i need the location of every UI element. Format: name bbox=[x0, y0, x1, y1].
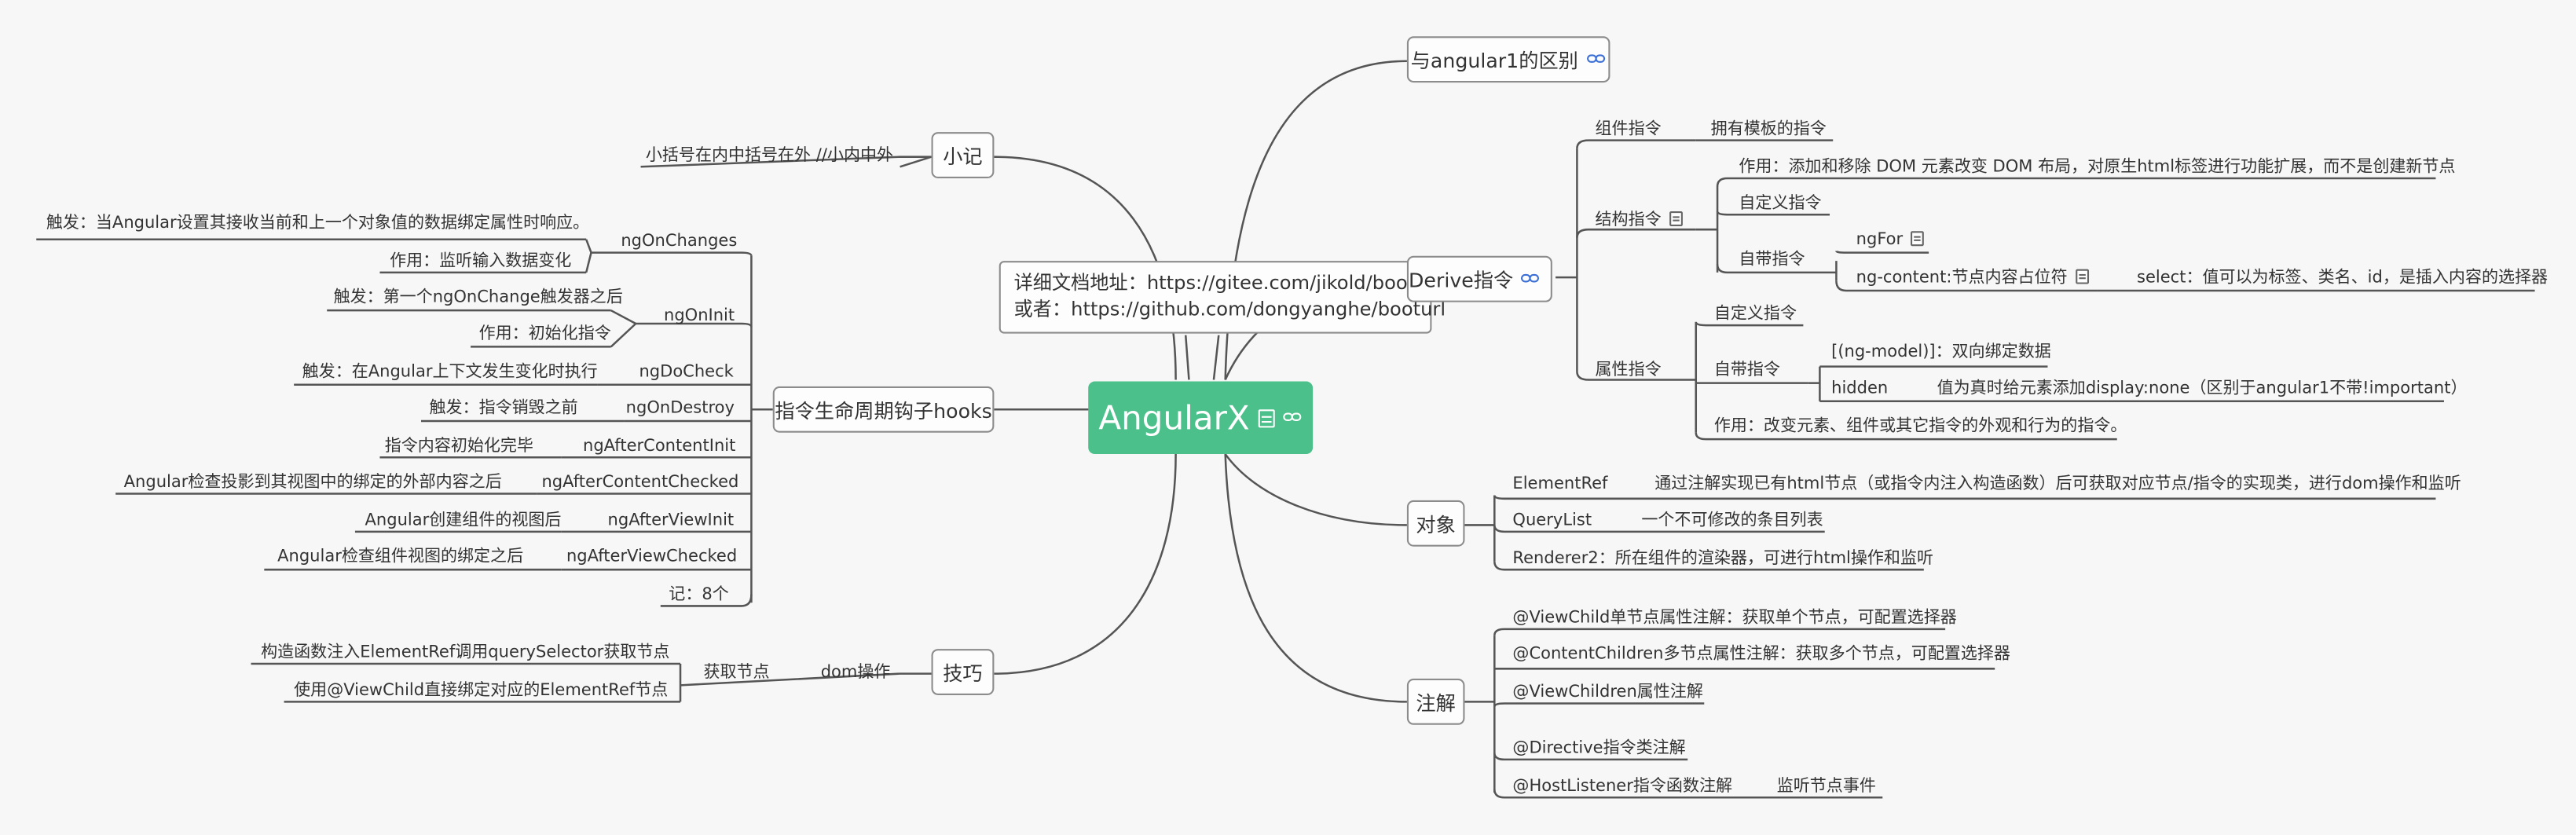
hook-ngonchanges-trigger: 触发：当Angular设置其接收当前和上一个对象值的数据绑定属性时响应。 bbox=[46, 214, 590, 233]
hook-ngdocheck: ngDoCheck bbox=[639, 363, 734, 382]
topic-object[interactable]: 对象 bbox=[1406, 500, 1465, 547]
note-icon[interactable] bbox=[1258, 408, 1275, 427]
detail-note: 详细文档地址：https://gitee.com/jikold/booturl … bbox=[999, 261, 1446, 334]
derive-ngmodel: [(ng-model)]：双向绑定数据 bbox=[1831, 343, 2051, 362]
root-label: AngularX bbox=[1098, 397, 1250, 438]
object-elementref-desc: 通过注解实现已有html节点（或指令内注入构造函数）后可获取对应节点/指令的实现… bbox=[1654, 475, 2461, 494]
detail-line-2: 或者：https://github.com/dongyanghe/booturl bbox=[1013, 297, 1446, 320]
hook-ngoninit: ngOnInit bbox=[664, 306, 735, 326]
derive-component-child: 拥有模板的指令 bbox=[1710, 120, 1827, 139]
hook-ngaftercontentinit: ngAfterContentInit bbox=[583, 438, 736, 456]
topic-derive[interactable]: Derive指令 bbox=[1406, 255, 1552, 302]
derive-structural: 结构指令 bbox=[1596, 211, 1683, 231]
hook-ngonchanges: ngOnChanges bbox=[621, 233, 738, 251]
hook-ngaftercontentchecked: ngAfterContentChecked bbox=[541, 474, 739, 493]
hook-ngondestroy-desc: 触发：指令销毁之前 bbox=[429, 399, 578, 418]
tips-method1: 构造函数注入ElementRef调用querySelector获取节点 bbox=[261, 643, 670, 662]
hook-ngoninit-trigger: 触发：第一个ngOnChange触发器之后 bbox=[333, 288, 623, 307]
topic-object-label: 对象 bbox=[1416, 512, 1456, 537]
link-icon[interactable] bbox=[1521, 273, 1541, 286]
link-icon[interactable] bbox=[1586, 53, 1606, 66]
tips-method2: 使用@ViewChild直接绑定对应的ElementRef节点 bbox=[294, 682, 669, 701]
topic-hooks[interactable]: 指令生命周期钩子hooks bbox=[772, 386, 995, 433]
xiaoji-child: 小括号在内中括号在外 //小内中外 bbox=[645, 147, 894, 166]
annotation-contentchildren: @ContentChildren多节点属性注解：获取多个节点，可配置选择器 bbox=[1512, 645, 2010, 665]
detail-line-1: 详细文档地址：https://gitee.com/jikold/booturl bbox=[1013, 270, 1441, 295]
hook-ngdocheck-desc: 触发：在Angular上下文发生变化时执行 bbox=[302, 363, 598, 382]
topic-angular1-label: 与angular1的区别 bbox=[1410, 49, 1578, 72]
hook-ngafterviewchecked: ngAfterViewChecked bbox=[566, 548, 738, 566]
tips-getnode: 获取节点 bbox=[703, 664, 770, 683]
hook-ngonchanges-role: 作用：监听输入数据变化 bbox=[390, 252, 572, 271]
hook-ngoninit-role: 作用：初始化指令 bbox=[478, 325, 611, 344]
note-icon[interactable] bbox=[1911, 231, 1925, 247]
hook-ngaftercontentchecked-desc: Angular检查投影到其视图中的绑定的外部内容之后 bbox=[123, 474, 502, 493]
root-node[interactable]: AngularX bbox=[1088, 381, 1314, 455]
topic-derive-label: Derive指令 bbox=[1409, 268, 1514, 292]
hook-ngafterviewchecked-desc: Angular检查组件视图的绑定之后 bbox=[277, 548, 524, 566]
derive-ngfor: ngFor bbox=[1856, 231, 1925, 251]
object-renderer: Renderer2：所在组件的渲染器，可进行html操作和监听 bbox=[1512, 549, 1934, 569]
derive-attribute-role: 作用：改变元素、组件或其它指令的外观和行为的指令。 bbox=[1713, 417, 2127, 436]
derive-ngcontent-label: ng-content:节点内容占位符 bbox=[1856, 269, 2068, 287]
derive-structural-label: 结构指令 bbox=[1595, 211, 1662, 230]
derive-select: select：值可以为标签、类名、id，是插入内容的选择器 bbox=[2136, 269, 2549, 287]
derive-hidden-desc: 值为真时给元素添加display:none（区别于angular1不带!impo… bbox=[1937, 379, 2468, 398]
derive-ngcontent: ng-content:节点内容占位符 bbox=[1856, 269, 2089, 289]
hook-count: 记：8个 bbox=[669, 586, 729, 605]
derive-hidden: hidden bbox=[1831, 379, 1889, 398]
annotation-hostlistener-desc: 监听节点事件 bbox=[1776, 778, 1876, 797]
annotation-hostlistener: @HostListener指令函数注解 bbox=[1512, 778, 1733, 797]
hook-ngondestroy: ngOnDestroy bbox=[625, 399, 735, 418]
annotation-directive: @Directive指令类注解 bbox=[1512, 739, 1686, 758]
topic-tips[interactable]: 技巧 bbox=[931, 649, 995, 695]
object-querylist-desc: 一个不可修改的条目列表 bbox=[1641, 511, 1823, 530]
annotation-viewchildren: @ViewChildren属性注解 bbox=[1512, 683, 1703, 702]
topic-annotation[interactable]: 注解 bbox=[1406, 678, 1465, 725]
derive-attribute-custom: 自定义指令 bbox=[1713, 305, 1797, 324]
topic-hooks-label: 指令生命周期钩子hooks bbox=[775, 398, 992, 423]
derive-structural-builtin: 自带指令 bbox=[1739, 251, 1805, 269]
note-icon[interactable] bbox=[2076, 269, 2089, 284]
topic-tips-label: 技巧 bbox=[943, 661, 983, 685]
derive-component-label: 组件指令 bbox=[1595, 120, 1662, 139]
derive-attribute-label: 属性指令 bbox=[1595, 361, 1662, 380]
object-querylist: QueryList bbox=[1512, 511, 1592, 530]
derive-structural-custom: 自定义指令 bbox=[1739, 195, 1822, 214]
object-elementref: ElementRef bbox=[1512, 475, 1608, 494]
hook-ngafterviewinit-desc: Angular创建组件的视图后 bbox=[365, 511, 562, 530]
hook-ngaftercontentinit-desc: 指令内容初始化完毕 bbox=[384, 438, 533, 456]
derive-attribute-builtin: 自带指令 bbox=[1713, 361, 1780, 380]
derive-structural-role: 作用：添加和移除 DOM 元素改变 DOM 布局，对原生html标签进行功能扩展… bbox=[1739, 158, 2456, 177]
topic-annotation-label: 注解 bbox=[1416, 690, 1456, 715]
topic-angular1[interactable]: 与angular1的区别 bbox=[1406, 36, 1610, 83]
topic-xiaoji-label: 小记 bbox=[943, 144, 983, 168]
derive-ngfor-label: ngFor bbox=[1856, 231, 1904, 250]
link-icon[interactable] bbox=[1282, 411, 1303, 424]
annotation-viewchild: @ViewChild单节点属性注解：获取单个节点，可配置选择器 bbox=[1512, 609, 1957, 628]
hook-ngafterviewinit: ngAfterViewInit bbox=[607, 511, 735, 530]
topic-xiaoji[interactable]: 小记 bbox=[931, 132, 995, 179]
note-icon[interactable] bbox=[1669, 211, 1683, 226]
tips-dom: dom操作 bbox=[820, 664, 891, 683]
